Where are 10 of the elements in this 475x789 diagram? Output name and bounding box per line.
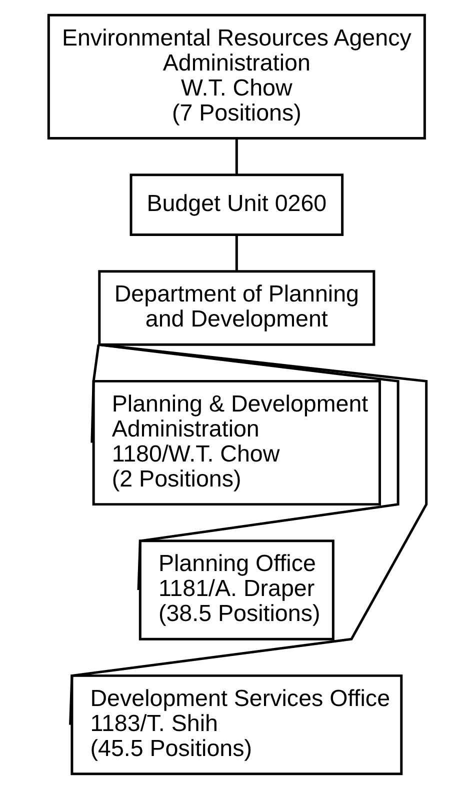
node-box: Department of Planning and Development	[98, 270, 376, 346]
connector	[69, 343, 428, 725]
node-box: Planning Office 1181/A. Draper (38.5 Positions)	[138, 540, 334, 640]
node-box: Budget Unit 0260	[130, 174, 344, 236]
connector	[90, 344, 100, 443]
node-box: Planning & Development Administration 1180/W.T. Chow (2 Positions)	[92, 380, 381, 506]
node-box: Environmental Resources Agency Administration W.T. Chow (7 Positions)	[47, 14, 426, 140]
connector	[235, 234, 238, 272]
connector	[235, 138, 238, 174]
node-box: Development Services Office 1183/T. Shih (45.5 Positions)	[70, 674, 403, 776]
